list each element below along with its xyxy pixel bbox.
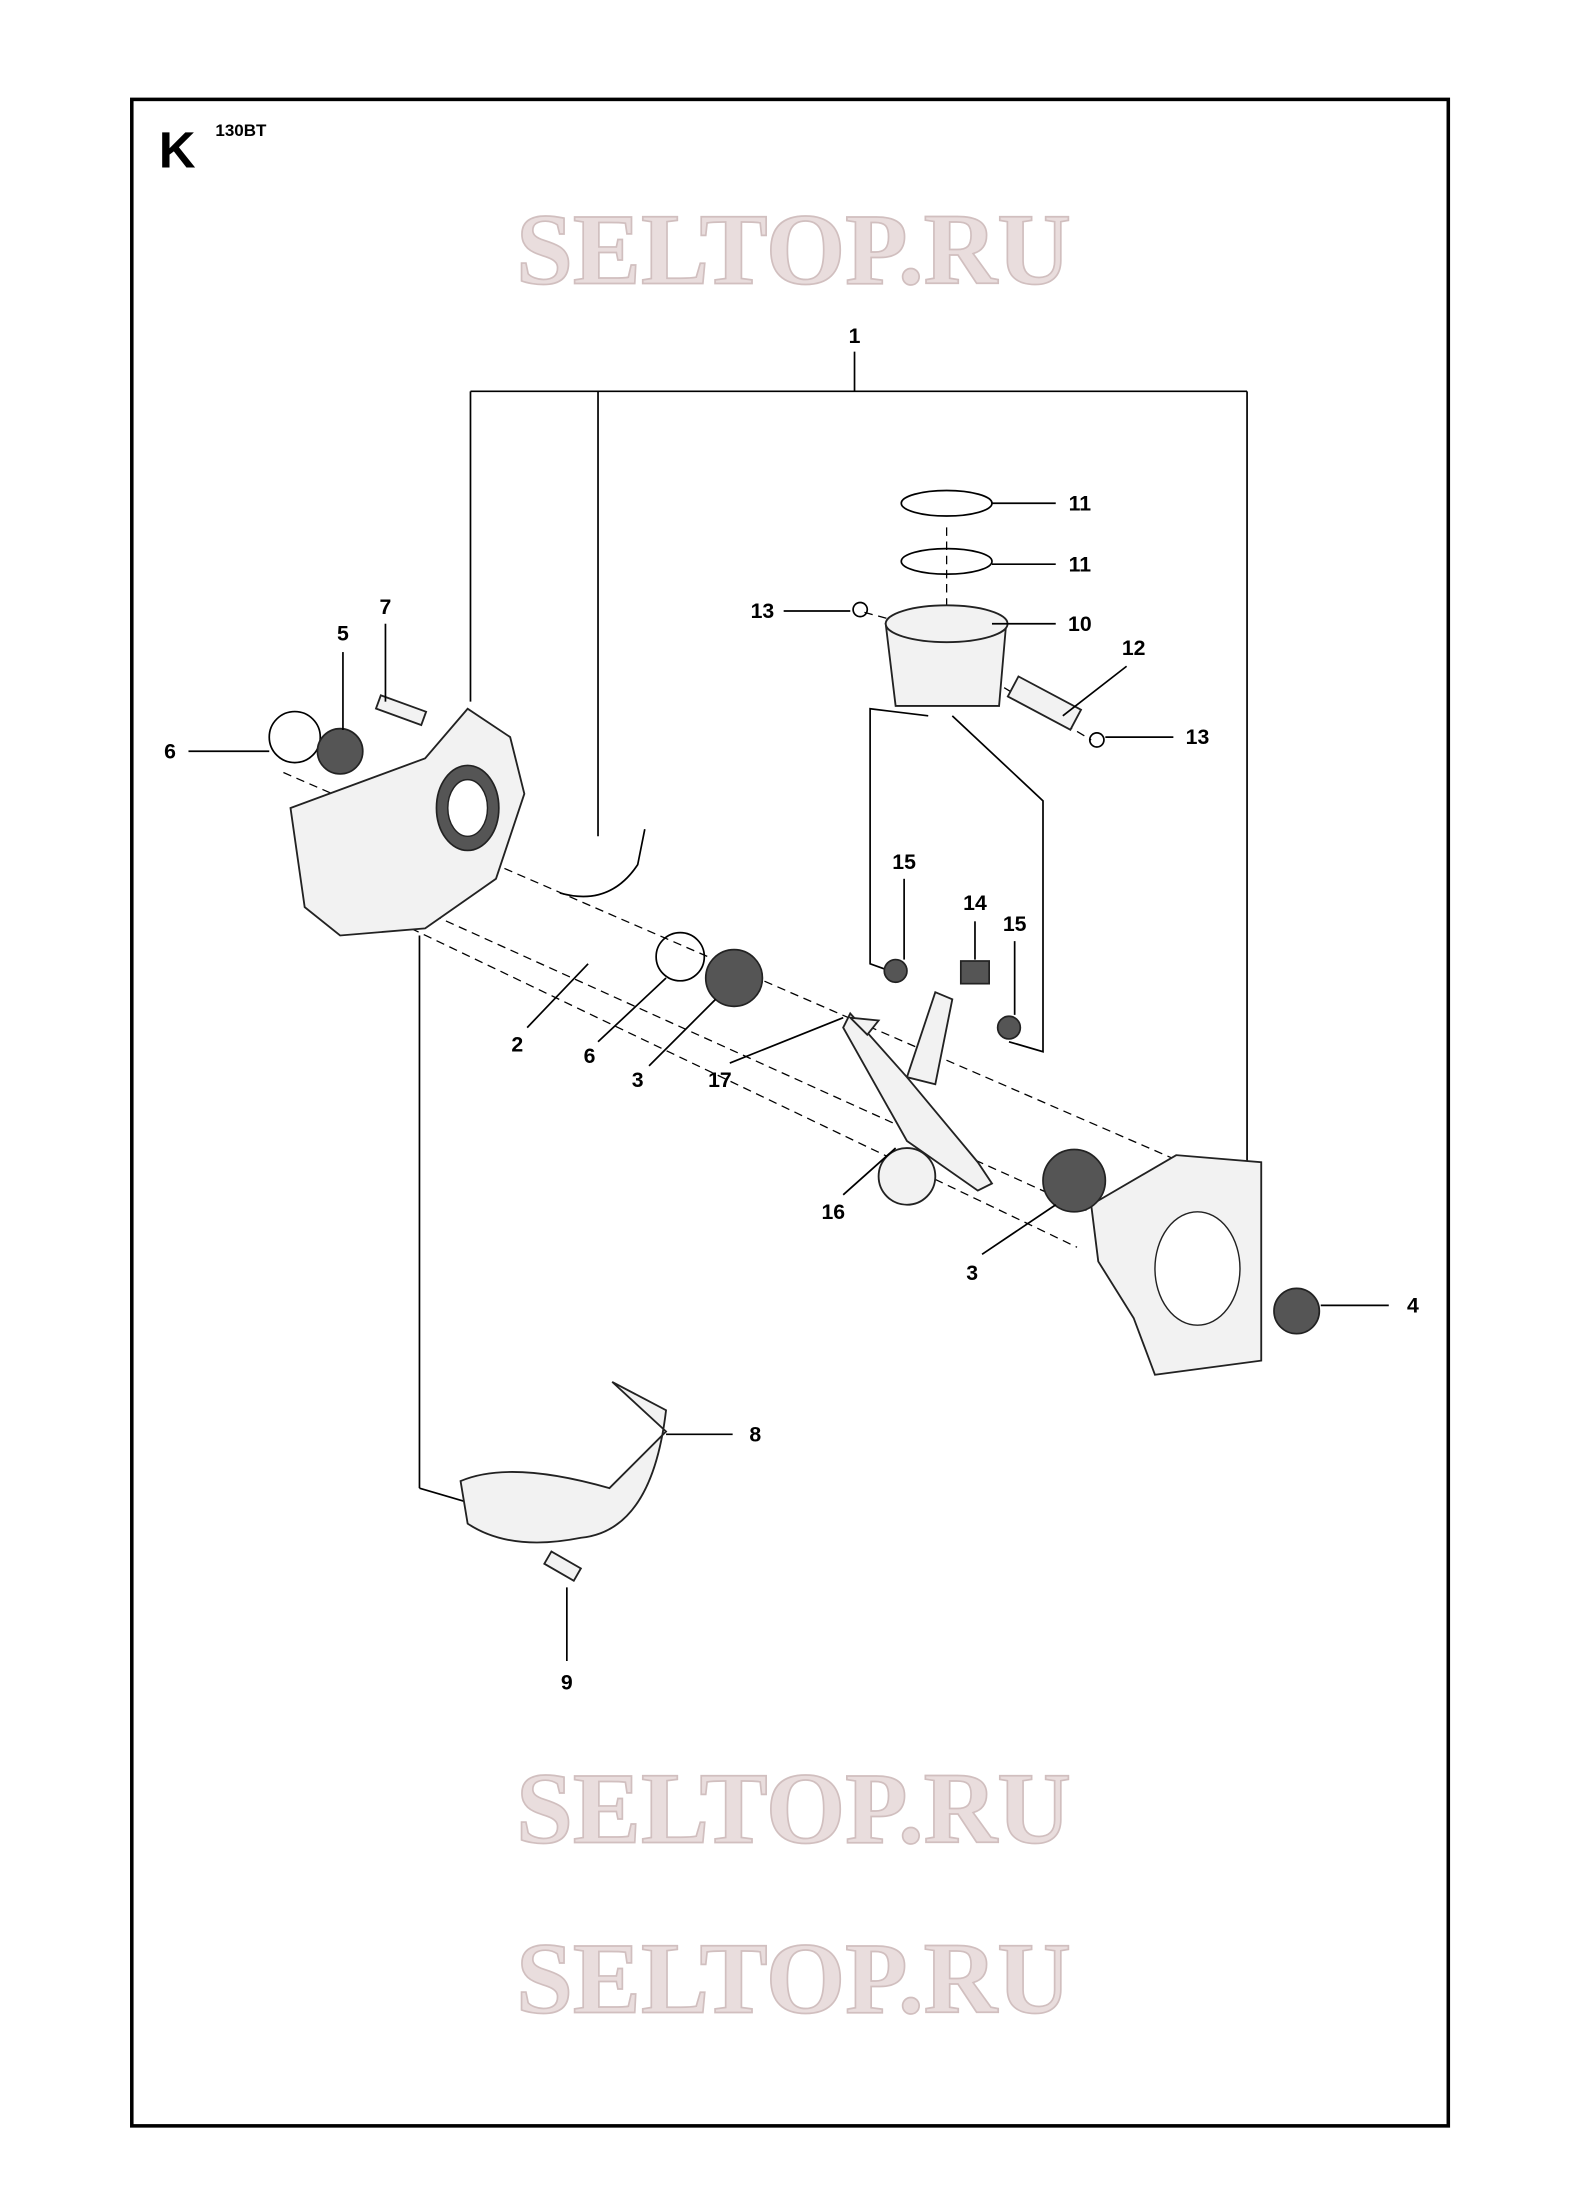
gasket [559,829,646,898]
callout-17: 17 [708,1068,732,1092]
seal-left [316,727,364,775]
watermark-top: SELTOP.RU [516,194,1071,307]
callout-3a: 3 [632,1068,644,1092]
leader-lines [188,502,1389,1662]
lock-ring-left [268,710,322,764]
key [847,1016,881,1037]
seal-right [1273,1287,1321,1335]
watermark-bottom: SELTOP.RU [516,1922,1071,2035]
bearing-left [704,948,764,1008]
callout-2: 2 [511,1033,523,1057]
washer-15b [996,1015,1022,1040]
callout-1: 1 [849,324,861,348]
frame-border [130,97,1451,2128]
lock-ring-middle [655,931,706,982]
callout-10: 10 [1068,612,1092,636]
callout-labels: 1 11 11 13 10 12 13 7 5 6 15 14 15 2 6 3… [164,324,1419,1694]
crankcase-right [1090,1154,1263,1376]
callout-13b: 13 [1186,725,1210,749]
bearing-right [1042,1148,1107,1213]
callout-4: 4 [1407,1293,1419,1317]
callout-14: 14 [963,891,987,915]
piston [884,604,1009,707]
callout-8: 8 [749,1422,761,1446]
piston-pin [1006,675,1083,731]
callout-15a: 15 [892,850,916,874]
crankshaft [842,990,994,1206]
callout-3b: 3 [966,1261,978,1285]
section-letter: K [159,121,196,178]
watermark-middle: SELTOP.RU [516,1752,1071,1865]
crankcase-left [289,707,526,937]
callout-9: 9 [561,1670,573,1694]
callout-11b: 11 [1069,552,1092,576]
cover-8 [459,1381,668,1544]
washer-15a [883,958,908,984]
callout-15b: 15 [1003,912,1027,936]
callout-11a: 11 [1069,491,1092,515]
needle-bearing [959,960,990,985]
callout-12: 12 [1122,636,1146,660]
callout-bracket-1 [469,351,1248,1198]
circlip-right [1088,731,1105,748]
callout-16: 16 [821,1200,845,1224]
callout-bracket-piston [418,707,1044,1504]
callout-13a: 13 [751,599,775,623]
model-label: 130BT [215,121,267,140]
callout-6b: 6 [584,1044,596,1068]
callout-7: 7 [380,595,392,619]
callout-6a: 6 [164,739,176,763]
screw-7 [374,694,428,727]
circlip-left [852,601,869,618]
screw-9 [543,1550,583,1583]
callout-5: 5 [337,622,349,646]
